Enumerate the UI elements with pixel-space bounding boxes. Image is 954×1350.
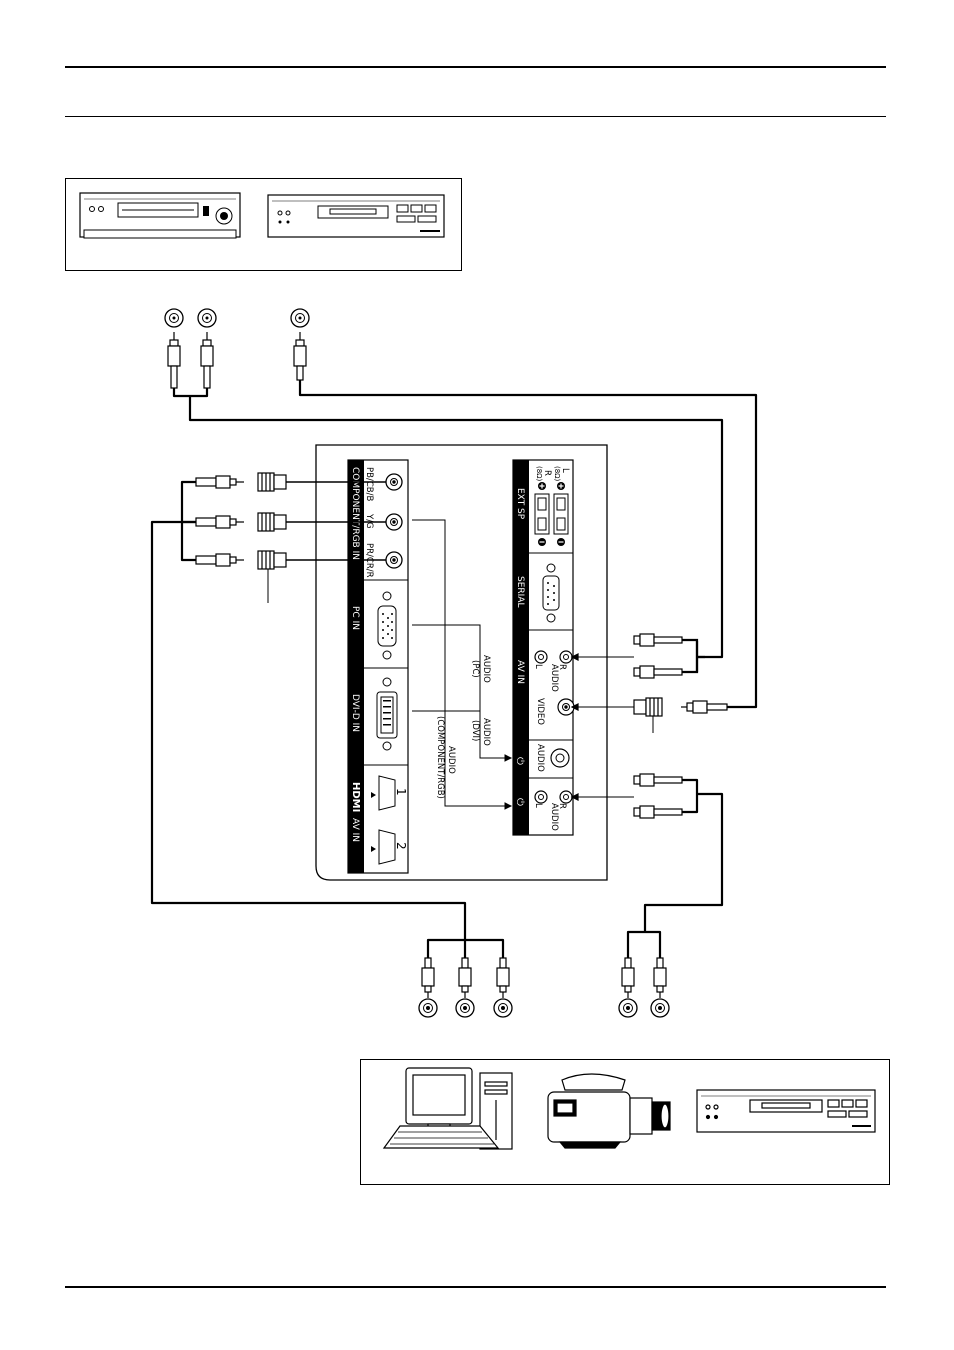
sp-r-ohm-label: (8Ω) bbox=[535, 466, 543, 482]
audio-dvi-label-2: (DVI) bbox=[470, 720, 480, 741]
standby-symbol-2: ⏻ bbox=[514, 798, 525, 806]
video-label: VIDEO bbox=[535, 698, 545, 725]
audio-comp-label-2: (COMPONENT/RGB) bbox=[435, 716, 445, 799]
sp-l-ohm-label: (8Ω) bbox=[553, 466, 561, 482]
ext-sp-label: EXT SP bbox=[515, 488, 525, 520]
av-in-label: AV IN bbox=[515, 660, 525, 684]
pc-in-label: PC IN bbox=[350, 606, 360, 630]
audio2-label: AUDIO bbox=[549, 803, 559, 831]
audio-dvi-label-1: AUDIO bbox=[481, 718, 491, 746]
av-audio-label: AUDIO bbox=[549, 664, 559, 692]
serial-label: SERIAL bbox=[515, 576, 525, 607]
hdmi-2-label: 2 bbox=[394, 842, 408, 850]
audio-pc-label-1: AUDIO bbox=[481, 655, 491, 683]
audio-pc-label-2: (PC) bbox=[470, 660, 480, 678]
dvi-d-in-label: DVI-D IN bbox=[350, 694, 360, 732]
top-video-jack bbox=[291, 309, 309, 327]
av-audio-l-label: L bbox=[533, 664, 543, 669]
audio2-l-label: L bbox=[533, 803, 543, 808]
component-rca-plugs bbox=[196, 476, 244, 566]
hdmi-av-in-label: AV IN bbox=[350, 818, 360, 842]
camcorder-illustration bbox=[548, 1074, 670, 1148]
audio-comp-label-1: AUDIO bbox=[446, 746, 456, 774]
pb-label: PB/CB/B bbox=[364, 467, 374, 501]
vcr-illustration bbox=[80, 193, 240, 238]
dvd-player-illustration bbox=[697, 1090, 875, 1132]
hdmi-1-label: 1 bbox=[394, 788, 408, 796]
hdmi-logo: HDMI bbox=[350, 782, 361, 812]
computer-illustration bbox=[384, 1068, 512, 1149]
bottom-rca-plugs bbox=[422, 958, 666, 998]
standby-symbol-1: ⏻ bbox=[514, 757, 525, 765]
audio-center-label: AUDIO bbox=[535, 744, 545, 772]
y-label: Y/G bbox=[364, 513, 374, 529]
top-rca-plugs bbox=[168, 332, 306, 388]
component-rgb-in-label: COMPONENT/RGB IN bbox=[350, 467, 360, 560]
bottom-jacks bbox=[419, 999, 669, 1017]
top-audio-jacks bbox=[165, 309, 216, 327]
dvd-recorder-illustration bbox=[268, 195, 444, 237]
